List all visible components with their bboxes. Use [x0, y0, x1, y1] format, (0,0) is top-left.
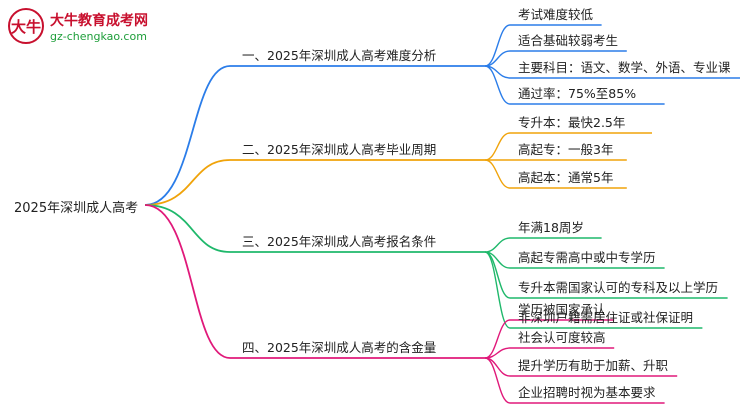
logo-badge-icon: 大牛	[8, 8, 44, 44]
leaf-label-3-3: 专升本需国家认可的专科及以上学历	[518, 280, 719, 295]
leaf-label-4-4: 企业招聘时视为基本要求	[518, 385, 656, 400]
leaf-connector-4-1	[484, 319, 511, 359]
branch-label-2: 二、2025年深圳成人高考毕业周期	[242, 142, 437, 157]
leaf-label-1-1: 考试难度较低	[518, 7, 594, 22]
leaf-connector-1-2	[484, 50, 511, 67]
leaf-label-1-3: 主要科目：语文、数学、外语、专业课	[518, 60, 731, 75]
leaf-label-1-2: 适合基础较弱考生	[518, 33, 619, 48]
root-topic: 2025年深圳成人高考	[14, 201, 139, 216]
leaf-label-2-2: 高起专：一般3年	[518, 142, 614, 157]
leaf-label-2-1: 专升本：最快2.5年	[518, 115, 626, 130]
branch-connector-3	[144, 204, 231, 253]
leaf-label-3-4: 非深圳户籍需居住证或社保证明	[518, 310, 694, 325]
branch-label-1: 一、2025年深圳成人高考难度分析	[242, 48, 437, 63]
leaf-connector-2-1	[484, 132, 511, 161]
leaf-connector-3-4	[484, 251, 511, 329]
leaf-connector-4-3	[484, 357, 511, 377]
branch-label-3: 三、2025年深圳成人高考报名条件	[242, 234, 437, 249]
leaf-connector-1-4	[484, 65, 511, 105]
branch-label-4: 四、2025年深圳成人高考的含金量	[242, 340, 437, 355]
leaf-label-3-2: 高起专需高中或中专学历	[518, 250, 656, 265]
watermark-logo: 大牛 大牛教育成考网 gz-chengkao.com	[8, 8, 168, 48]
branch-connector-2	[144, 159, 231, 206]
leaf-label-4-2: 社会认可度较高	[518, 330, 606, 345]
branch-connector-1	[144, 65, 231, 206]
branch-connector-4	[144, 204, 231, 359]
leaf-label-3-1: 年满18周岁	[518, 220, 584, 235]
logo-url: gz-chengkao.com	[50, 30, 147, 43]
leaf-connector-2-3	[484, 159, 511, 189]
leaf-connector-1-1	[484, 24, 511, 67]
leaf-label-2-3: 高起本：通常5年	[518, 170, 614, 185]
leaf-connector-3-1	[484, 237, 511, 253]
leaf-label-4-1: 学历被国家承认	[518, 302, 606, 317]
logo-title: 大牛教育成考网	[50, 13, 148, 29]
leaf-label-1-4: 通过率：75%至85%	[518, 86, 637, 101]
leaf-label-4-3: 提升学历有助于加薪、升职	[518, 358, 669, 373]
leaf-connector-4-4	[484, 357, 511, 404]
